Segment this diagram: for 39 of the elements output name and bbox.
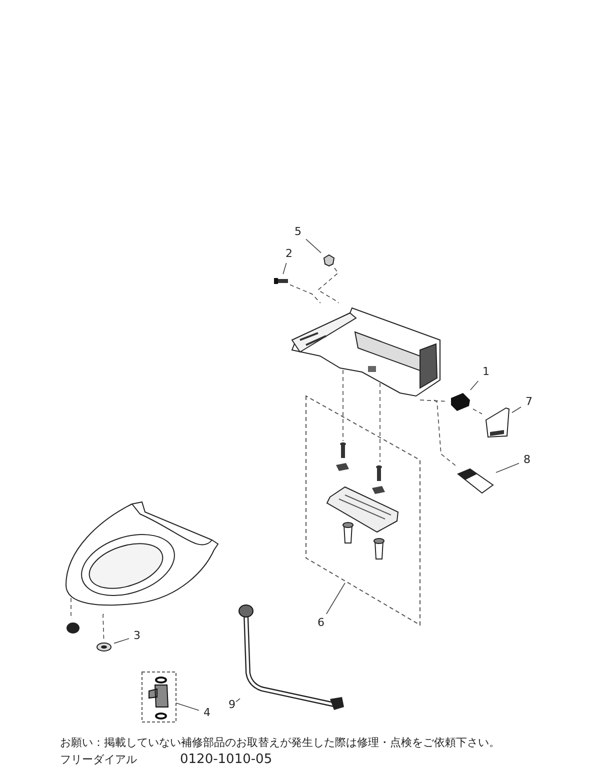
base-plate-kit-frame bbox=[305, 395, 421, 626]
callout-number: 6 bbox=[315, 616, 327, 630]
callout-number: 2 bbox=[283, 247, 295, 261]
clip-drawing bbox=[323, 254, 335, 266]
screw-drawing bbox=[274, 276, 288, 286]
cap-drawing bbox=[96, 641, 112, 652]
plate-drawing bbox=[456, 468, 494, 494]
valve-kit-frame bbox=[141, 671, 177, 723]
assembly-guide-line bbox=[342, 370, 344, 442]
free-dial-label: フリーダイアル bbox=[60, 752, 137, 767]
foam-block-drawing bbox=[449, 392, 471, 412]
callout-number: 1 bbox=[480, 365, 492, 379]
callout-number: 7 bbox=[523, 395, 535, 409]
leader-line bbox=[114, 638, 130, 644]
leader-line bbox=[326, 582, 346, 614]
leader-line bbox=[236, 698, 240, 702]
leader-line bbox=[282, 262, 287, 274]
callout-number: 5 bbox=[292, 225, 304, 239]
leader-line bbox=[306, 238, 322, 254]
footer-note: お願い：掲載していない補修部品のお取替えが発生した際は修理・点検をご依頼下さい。 bbox=[60, 735, 500, 750]
assembly-guide-line bbox=[102, 614, 104, 640]
callout-number: 3 bbox=[131, 629, 143, 643]
phone-number: 0120-1010-05 bbox=[180, 752, 272, 767]
leader-line bbox=[496, 462, 520, 473]
cover-drawing bbox=[484, 406, 510, 438]
leader-line bbox=[512, 406, 522, 414]
callout-number: 4 bbox=[201, 706, 213, 720]
assembly-guide-line bbox=[317, 268, 339, 304]
assembly-guide-line bbox=[434, 400, 456, 466]
bumper-drawing bbox=[66, 621, 80, 635]
callout-number: 8 bbox=[521, 453, 533, 467]
leader-line bbox=[470, 380, 479, 390]
assembly-guide-line bbox=[420, 400, 448, 402]
assembly-guide-line bbox=[290, 284, 321, 304]
assembly-guide-line bbox=[472, 408, 482, 414]
hose-drawing bbox=[238, 603, 346, 711]
leader-line bbox=[176, 702, 200, 711]
callout-number: 9 bbox=[226, 698, 238, 712]
toilet-seat-unit-drawing bbox=[290, 305, 442, 398]
